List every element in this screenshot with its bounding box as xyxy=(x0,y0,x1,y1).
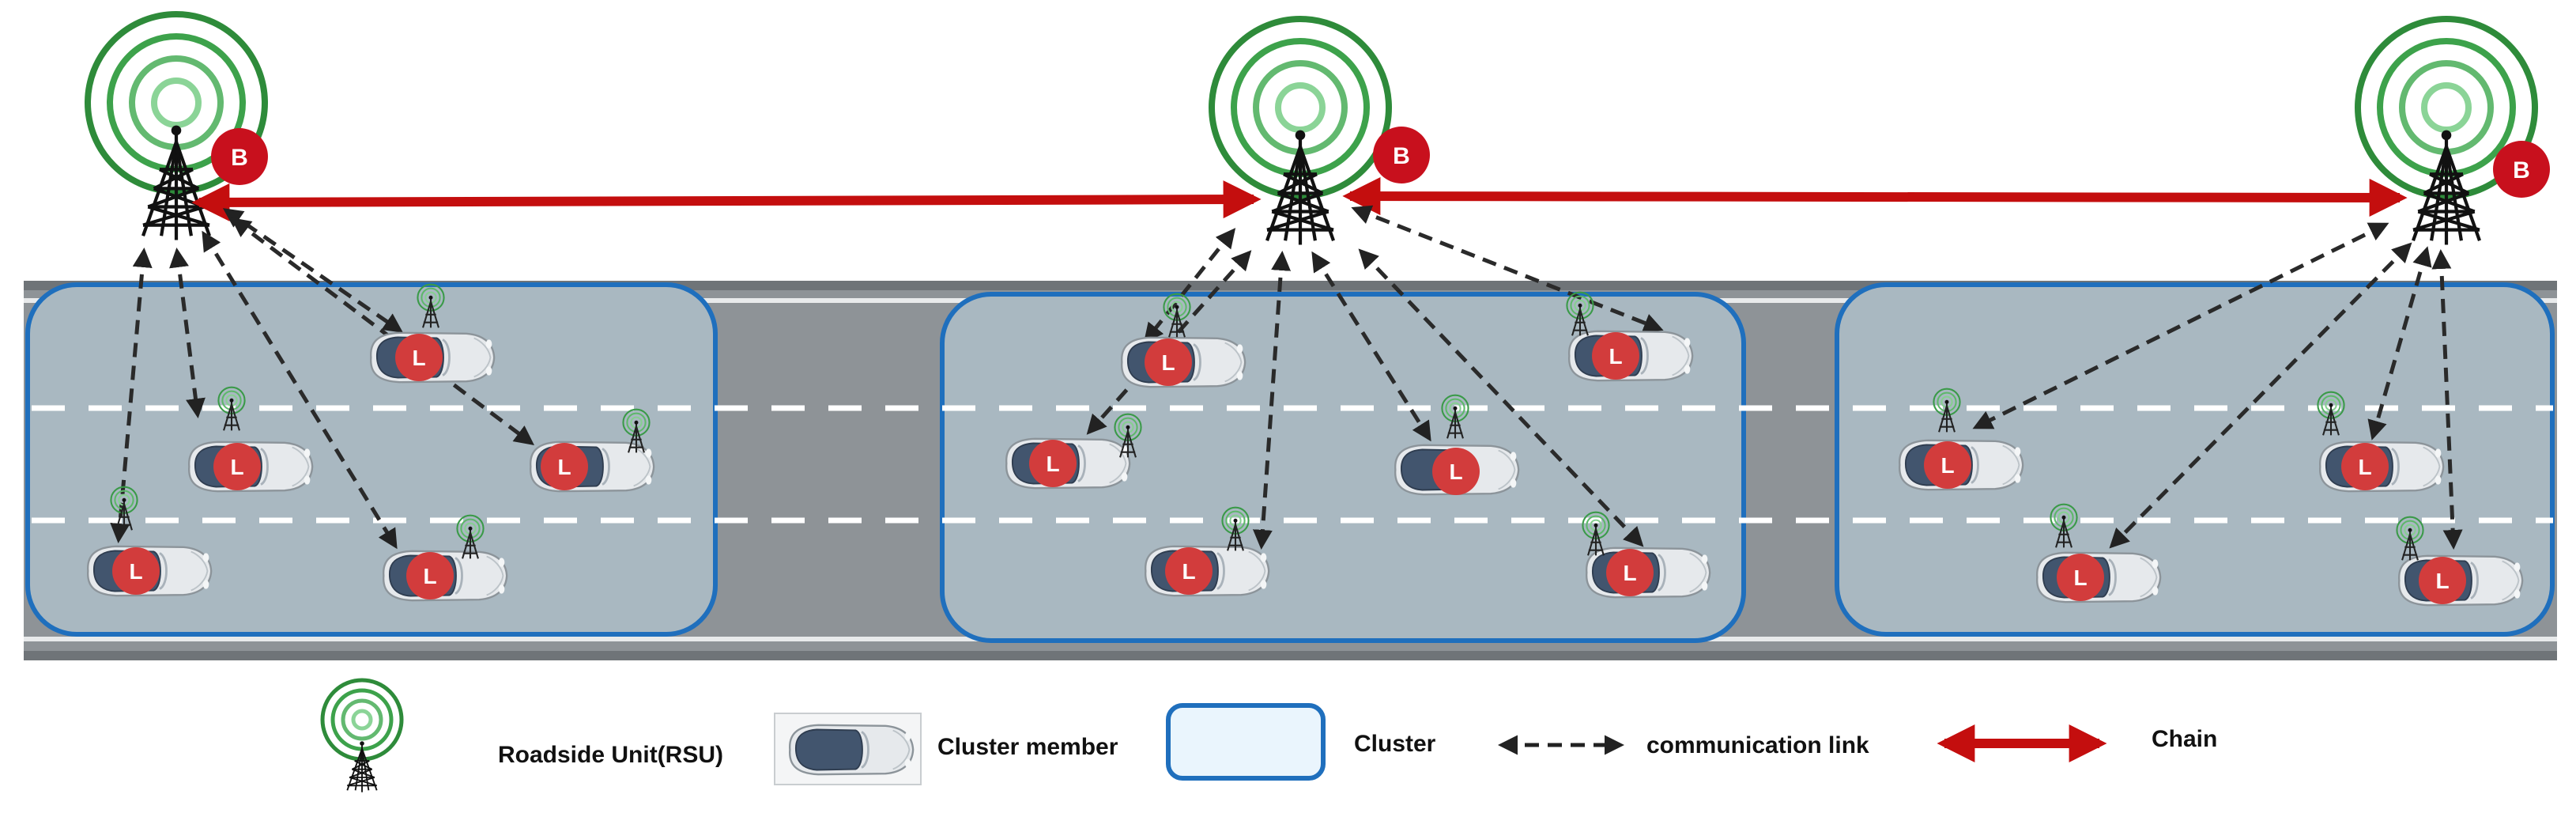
legend-rsu-icon xyxy=(320,678,404,794)
legend-car-icon xyxy=(774,713,922,785)
car-badge xyxy=(1165,547,1213,595)
car-badge-label: L xyxy=(2073,565,2087,590)
car-badge xyxy=(1606,549,1654,596)
car-c2-mid-left: L xyxy=(1005,413,1142,490)
rsu-badge xyxy=(211,128,268,185)
car-c1-bot-right: L xyxy=(382,514,508,602)
car-badge xyxy=(541,443,588,490)
car-badge-label: L xyxy=(1449,459,1462,484)
rsu-badge-label: B xyxy=(231,145,248,171)
car-c1-top: L xyxy=(369,283,496,384)
car-badge xyxy=(1029,440,1077,487)
car-badge xyxy=(213,443,261,490)
rsu-badge-label: B xyxy=(2513,157,2530,183)
legend-cluster-label: Cluster xyxy=(1354,731,1436,757)
car-c2-mid-right: L xyxy=(1394,394,1520,496)
car-badge xyxy=(1924,441,1971,489)
rsu-badge xyxy=(1373,127,1430,183)
legend-member-label: Cluster member xyxy=(937,734,1118,760)
car-badge xyxy=(2341,443,2389,490)
car-badge-label: L xyxy=(1609,344,1622,369)
car-badge-label: L xyxy=(230,455,243,479)
car-c1-mid-right: L xyxy=(529,408,655,493)
rsu-badge xyxy=(2493,141,2550,198)
legend xyxy=(320,678,2107,794)
vehicles: L L L L L xyxy=(86,283,2524,607)
car-badge-label: L xyxy=(1623,561,1636,585)
car-badge-label: L xyxy=(557,455,571,479)
car-badge-label: L xyxy=(1161,350,1175,375)
chain-links xyxy=(191,177,2408,221)
rsu-badge-label: B xyxy=(1393,143,1410,169)
car-c1-mid-left: L xyxy=(187,386,314,493)
rsu-1: B xyxy=(85,11,268,240)
car-c3-bot-left: L xyxy=(2035,503,2162,603)
legend-link-label: communication link xyxy=(1646,732,1869,758)
car-badge xyxy=(2419,557,2466,604)
car-badge-label: L xyxy=(423,564,436,588)
car-badge-label: L xyxy=(1046,452,1059,476)
rsu-2: B xyxy=(1209,16,1430,245)
legend-chain-label: Chain xyxy=(2152,726,2218,752)
car-badge-label: L xyxy=(1182,559,1195,584)
legend-rsu-label: Roadside Unit(RSU) xyxy=(498,742,723,768)
car-badge xyxy=(1432,448,1480,495)
car-badge-label: L xyxy=(412,346,425,370)
car-badge-label: L xyxy=(129,559,142,584)
car-badge xyxy=(112,547,160,595)
car-badge xyxy=(395,334,443,381)
car-c3-mid-right: L xyxy=(2317,391,2445,493)
car-badge xyxy=(1592,332,1639,380)
rsu-3: B xyxy=(2355,16,2550,245)
car-badge xyxy=(406,552,454,599)
legend-cluster-icon xyxy=(1166,703,1326,781)
car-c3-bot-right: L xyxy=(2396,516,2524,607)
car-c2-top-right: L xyxy=(1566,291,1694,382)
chain-link-1-2 xyxy=(191,180,1262,221)
chain-link-2-3 xyxy=(1342,177,2408,217)
car-badge xyxy=(2057,554,2104,601)
car-c2-top-left: L xyxy=(1120,293,1247,388)
car-c3-mid-left: L xyxy=(1898,388,2024,491)
car-c1-bot-left: L xyxy=(86,486,213,597)
car-c2-bot-right: L xyxy=(1582,511,1711,599)
car-badge-label: L xyxy=(1940,453,1954,478)
car-badge-label: L xyxy=(2435,569,2449,593)
car-badge-label: L xyxy=(2358,455,2371,479)
car-badge xyxy=(1145,338,1192,386)
car-c2-bot-left: L xyxy=(1144,506,1270,597)
